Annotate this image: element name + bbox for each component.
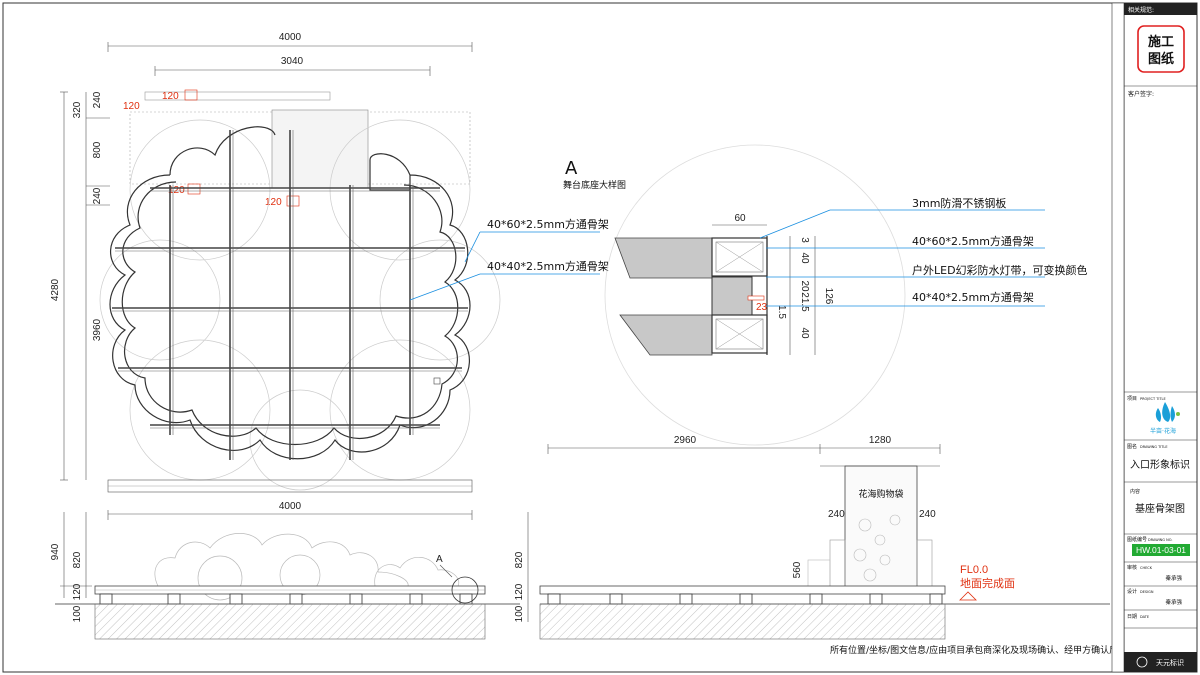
detail-label: A	[565, 158, 578, 179]
tb-drawing-no: HW.01-03-01	[1136, 545, 1186, 555]
side-dim-560: 560	[792, 561, 803, 578]
dim-overall-height: 4280	[50, 278, 61, 301]
svg-text:PROJECT TITLE: PROJECT TITLE	[1140, 397, 1166, 401]
dim-low-240: 240	[92, 187, 103, 204]
logo-text: 半亩·花海	[1150, 427, 1176, 435]
side-dim-1280: 1280	[869, 435, 892, 446]
callout-frame-sub: 40*40*2.5mm方通骨架	[487, 259, 609, 273]
side-sign-text: 花海购物袋	[858, 488, 903, 500]
front-dim-940: 940	[50, 543, 61, 560]
detail-dim-126: 126	[823, 288, 834, 305]
svg-text:40: 40	[799, 327, 810, 339]
svg-text:施工: 施工	[1148, 34, 1174, 50]
svg-text:3: 3	[799, 237, 810, 243]
dim-top-240: 240	[92, 91, 103, 108]
svg-text:120: 120	[265, 197, 282, 208]
svg-text:图纸: 图纸	[1148, 51, 1174, 67]
detail-a: A 舞台底座大样图 23 60 3 40 20 21.5 1.5 40 126	[563, 144, 1088, 446]
construction-stamp	[1137, 25, 1185, 73]
fl-desc: 地面完成面	[960, 576, 1015, 590]
front-dim-100: 100	[72, 605, 83, 622]
svg-text:20: 20	[799, 280, 810, 292]
dim-frame-height: 3960	[92, 318, 103, 341]
tb-brand: 天元标识	[1156, 658, 1184, 667]
side-dim-100: 100	[514, 605, 525, 622]
svg-text:40: 40	[799, 252, 810, 264]
svg-text:21.5: 21.5	[799, 292, 810, 312]
side-dim-120: 120	[514, 583, 525, 600]
title-block: 相关规范: 施工 图纸 客户签字: 项目 PROJECT TITLE 半亩·花海…	[1111, 2, 1198, 673]
dim-inner-width: 3040	[281, 56, 304, 67]
frame-grid	[112, 130, 468, 460]
dim-top-320: 320	[72, 101, 83, 118]
side-dim-2960: 2960	[674, 435, 697, 446]
dim-800: 800	[92, 141, 103, 158]
detail-dim-23: 23	[756, 302, 768, 313]
svg-text:DESIGN: DESIGN	[1140, 590, 1154, 594]
fl-level: FL0.0	[960, 564, 988, 576]
tb-client-sign: 客户签字:	[1128, 90, 1154, 98]
svg-text:项目: 项目	[1127, 396, 1137, 402]
callout-frame-main: 40*60*2.5mm方通骨架	[487, 217, 609, 231]
tb-content-title: 基座骨架图	[1135, 502, 1185, 515]
side-dim-820: 820	[514, 551, 525, 568]
front-dim-120: 120	[72, 583, 83, 600]
note-led-strip: 户外LED幻彩防水灯带，可变换颜色	[912, 263, 1088, 277]
detail-title: 舞台底座大样图	[563, 179, 626, 191]
svg-text:DATE: DATE	[1140, 615, 1149, 619]
svg-text:日期: 日期	[1127, 614, 1137, 620]
front-dim-820: 820	[72, 551, 83, 568]
note-frame-main: 40*60*2.5mm方通骨架	[912, 234, 1034, 248]
svg-text:DRAWING TITLE: DRAWING TITLE	[1140, 445, 1168, 449]
footer-note: 所有位置/坐标/图文信息/应由项目承包商深化及现场确认、经甲方确认后制作	[830, 644, 1136, 656]
tb-related: 相关规范:	[1128, 6, 1154, 14]
svg-text:120: 120	[162, 91, 179, 102]
brand-logo-icon	[1136, 656, 1148, 668]
svg-text:120: 120	[168, 185, 185, 196]
plan-view: 4000 3040 4280 320 240 800 240 3960 120 …	[50, 32, 609, 493]
side-dim-240-left: 240	[828, 509, 845, 520]
svg-text:DRAWING NO.: DRAWING NO.	[1148, 538, 1172, 542]
front-elevation: 4000 940 820 120 100	[50, 501, 520, 640]
tb-design-name: 秦承强	[1165, 598, 1182, 606]
front-dim-width: 4000	[279, 501, 302, 512]
front-ref-a: A	[436, 554, 443, 565]
svg-text:内容: 内容	[1130, 488, 1140, 495]
note-frame-sub: 40*40*2.5mm方通骨架	[912, 290, 1034, 304]
svg-text:1.5: 1.5	[776, 305, 787, 319]
tb-check-name: 秦承强	[1165, 574, 1182, 582]
svg-text:设计: 设计	[1127, 588, 1137, 595]
tb-drawing-title: 入口形象标识	[1130, 459, 1190, 471]
svg-text:图纸编号: 图纸编号	[1127, 536, 1147, 543]
dim-red-120: 120	[123, 101, 140, 112]
side-dim-240-right: 240	[919, 509, 936, 520]
svg-text:审核: 审核	[1127, 564, 1137, 571]
svg-text:CHECK: CHECK	[1140, 566, 1153, 570]
dim-overall-width: 4000	[279, 32, 302, 43]
note-steel-plate: 3mm防滑不锈钢板	[912, 196, 1006, 210]
side-elevation: 2960 1280 花海购物袋 240 240 560 820 120 100	[514, 435, 1110, 640]
project-logo: 半亩·花海	[1150, 402, 1180, 435]
flower-base-outline	[109, 126, 471, 460]
detail-dim-60: 60	[734, 213, 746, 224]
svg-text:图名: 图名	[1127, 443, 1137, 450]
